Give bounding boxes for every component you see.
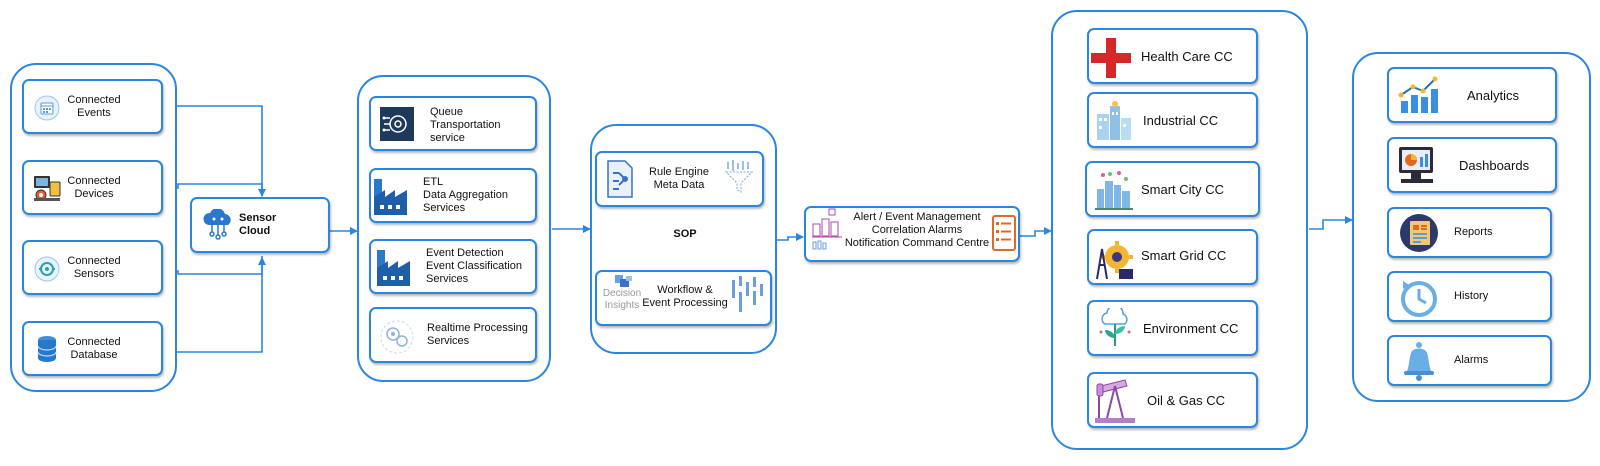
queue-line2: Transportation: [430, 119, 501, 131]
connector-cc-to-outputs: [1309, 216, 1353, 230]
output-reports[interactable]: Reports: [1387, 207, 1552, 258]
rule-engine-icon: [607, 160, 633, 198]
history-clock-icon: [1401, 281, 1437, 317]
connector-database: [161, 257, 266, 353]
decision-insights-line1: Decision: [602, 288, 642, 299]
cc-oil-gas-label: Oil & Gas CC: [1147, 393, 1226, 408]
output-reports-label: Reports: [1454, 226, 1493, 238]
alarm-bell-icon: [1404, 342, 1434, 381]
etl-line3: Services: [423, 202, 466, 214]
realtime-line1: Realtime Processing: [427, 322, 528, 334]
connector-events: [161, 105, 266, 197]
alert-line3: Notification Command Centre: [844, 237, 990, 249]
output-alarms[interactable]: Alarms: [1387, 335, 1552, 386]
cc-health-care[interactable]: Health Care CC: [1087, 28, 1258, 84]
etl-line2: Data Aggregation: [423, 189, 509, 201]
smart-grid-icon: [1096, 241, 1133, 280]
red-cross-icon: [1091, 38, 1131, 78]
sensor-cloud-line1: Sensor: [239, 212, 277, 224]
event-detection-line2: Event Classification: [426, 260, 522, 272]
queue-line3: service: [430, 132, 465, 144]
cc-smart-grid-label: Smart Grid CC: [1141, 248, 1227, 263]
etl-line1: ETL: [423, 176, 444, 188]
connected-events-line2: Events: [77, 107, 111, 119]
connected-database-box[interactable]: Connected Database: [22, 321, 163, 376]
output-history[interactable]: History: [1387, 271, 1552, 322]
connector-alert-to-cc: [1020, 227, 1052, 237]
connected-sensors-line2: Sensors: [73, 268, 115, 280]
checklist-icon: [992, 215, 1016, 251]
devices-icon: [34, 176, 61, 201]
cc-industrial-label: Industrial CC: [1143, 113, 1219, 128]
connected-database-line1: Connected: [67, 336, 121, 348]
processing-gears-icon: [380, 320, 414, 354]
rule-engine-line1: Rule Engine: [649, 166, 709, 178]
connected-devices-line1: Connected: [67, 175, 121, 187]
output-dashboards-label: Dashboards: [1459, 158, 1530, 173]
output-history-label: History: [1454, 290, 1489, 302]
cc-smart-city[interactable]: Smart City CC: [1085, 161, 1260, 217]
output-alarms-label: Alarms: [1454, 354, 1489, 366]
etl-box[interactable]: ETL Data Aggregation Services: [369, 168, 537, 223]
alert-management-box[interactable]: Alert / Event Management Correlation Ala…: [804, 206, 1020, 262]
sensor-cloud-line2: Cloud: [239, 225, 271, 237]
cc-environment-label: Environment CC: [1143, 321, 1239, 336]
cc-industrial[interactable]: Industrial CC: [1087, 92, 1258, 148]
realtime-processing-box[interactable]: Realtime Processing Services: [369, 307, 537, 363]
factory-icon: [377, 250, 410, 286]
sensor-icon: [34, 256, 60, 282]
smart-city-icon: [1095, 171, 1133, 210]
funnel-icon: [724, 160, 754, 193]
dashboard-monitor-icon: [1399, 147, 1433, 183]
connected-events-box[interactable]: Connected Events: [22, 79, 163, 134]
sensor-cloud-box[interactable]: Sensor Cloud: [190, 197, 330, 253]
event-detection-line3: Services: [426, 273, 469, 285]
queue-icon: [380, 107, 414, 141]
queue-transport-box[interactable]: Queue Transportation service: [369, 96, 537, 151]
cloud-network-icon: [203, 209, 231, 240]
alert-line2: Correlation Alarms: [871, 224, 963, 236]
cc-oil-gas[interactable]: Oil & Gas CC: [1087, 372, 1258, 428]
event-detection-line1: Event Detection: [426, 247, 504, 259]
rule-engine-line2: Meta Data: [653, 179, 705, 191]
connected-sensors-box[interactable]: Connected Sensors: [22, 240, 163, 295]
realtime-line2: Services: [427, 335, 470, 347]
connected-events-line1: Connected: [67, 94, 121, 106]
industrial-building-icon: [1097, 101, 1131, 140]
alarm-chart-icon: [812, 208, 842, 250]
analytics-chart-icon: [1398, 76, 1438, 113]
cc-smart-grid[interactable]: Smart Grid CC: [1087, 229, 1258, 285]
event-detection-box[interactable]: Event Detection Event Classification Ser…: [369, 239, 537, 294]
decision-insights-icon: [615, 275, 632, 287]
output-dashboards[interactable]: Dashboards: [1387, 137, 1557, 193]
cc-health-care-label: Health Care CC: [1141, 49, 1233, 64]
oil-pump-icon: [1095, 379, 1135, 423]
connector-sop-to-alert: [777, 233, 804, 241]
workflow-box[interactable]: Decision Insights Workflow & Event Proce…: [595, 270, 772, 326]
queue-line1: Queue: [430, 106, 464, 118]
sop-title: SOP: [673, 228, 697, 240]
output-analytics[interactable]: Analytics: [1387, 67, 1557, 123]
connected-devices-line2: Devices: [74, 188, 114, 200]
environment-icon: [1099, 308, 1131, 346]
rule-engine-box[interactable]: Rule Engine Meta Data: [595, 151, 764, 207]
cc-environment[interactable]: Environment CC: [1087, 300, 1258, 356]
alert-line1: Alert / Event Management: [853, 211, 981, 223]
connected-devices-box[interactable]: Connected Devices: [22, 160, 163, 215]
factory-icon: [374, 179, 407, 215]
workflow-line1: Workflow &: [657, 284, 713, 296]
calendar-icon: [34, 95, 60, 121]
reports-icon: [1400, 214, 1438, 252]
connected-database-line2: Database: [70, 349, 118, 361]
database-icon: [37, 336, 57, 362]
workflow-line2: Event Processing: [642, 297, 728, 309]
decision-insights-line2: Insights: [604, 300, 640, 311]
connected-sensors-line1: Connected: [67, 255, 121, 267]
event-stream-icon: [732, 276, 763, 312]
output-analytics-label: Analytics: [1467, 88, 1520, 103]
cc-smart-city-label: Smart City CC: [1141, 182, 1225, 197]
